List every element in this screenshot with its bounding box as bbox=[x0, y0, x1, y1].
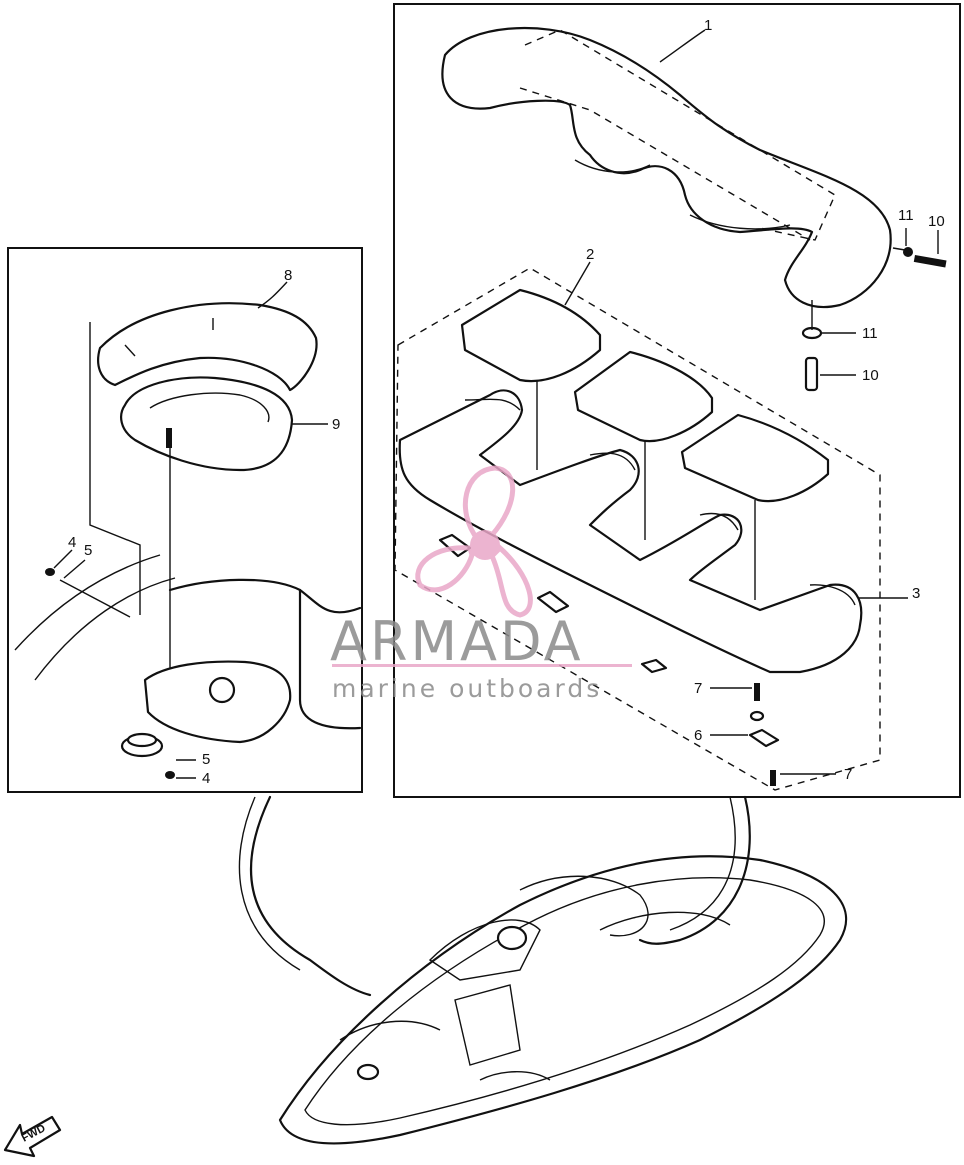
left-detail-panel bbox=[7, 247, 363, 793]
lid-frame-part bbox=[120, 376, 294, 472]
callout-7-lower: 7 bbox=[844, 766, 852, 783]
callout-10-lower: 10 bbox=[862, 367, 879, 384]
callout-numbers: 1 2 3 4 4 5 5 6 7 7 8 9 10 10 11 11 bbox=[68, 17, 945, 787]
callout-leaders bbox=[53, 29, 939, 779]
callout-11-upper: 11 bbox=[898, 207, 914, 224]
callout-5-lower: 5 bbox=[202, 751, 210, 768]
callout-4-lower: 4 bbox=[202, 770, 210, 787]
callout-11-lower: 11 bbox=[862, 325, 878, 342]
propeller-logo-icon bbox=[415, 465, 533, 618]
back-cushion-part bbox=[441, 26, 892, 309]
fwd-arrow-icon: FWD bbox=[3, 1115, 62, 1158]
bolt-washer-set-upper bbox=[892, 247, 947, 268]
boat-overview bbox=[238, 795, 848, 1145]
callout-1: 1 bbox=[704, 17, 712, 34]
callout-6: 6 bbox=[694, 727, 702, 744]
callout-9: 9 bbox=[332, 416, 340, 433]
watermark-title: ARMADA bbox=[330, 610, 584, 673]
callout-7-upper: 7 bbox=[694, 680, 702, 697]
lid-cushion-part bbox=[97, 302, 318, 392]
watermark: ARMADA marine outboards bbox=[330, 465, 632, 703]
watermark-subtitle: marine outboards bbox=[332, 674, 602, 703]
bolt-washer-set-lower bbox=[801, 300, 823, 392]
callout-10-upper: 10 bbox=[928, 213, 945, 230]
seat-pad-set-part bbox=[394, 267, 881, 791]
callout-5-upper: 5 bbox=[84, 542, 92, 559]
callout-4-upper: 4 bbox=[68, 534, 76, 551]
hull-section bbox=[14, 322, 362, 779]
callout-3: 3 bbox=[912, 585, 920, 602]
callout-2: 2 bbox=[586, 246, 594, 263]
callout-8: 8 bbox=[284, 267, 292, 284]
